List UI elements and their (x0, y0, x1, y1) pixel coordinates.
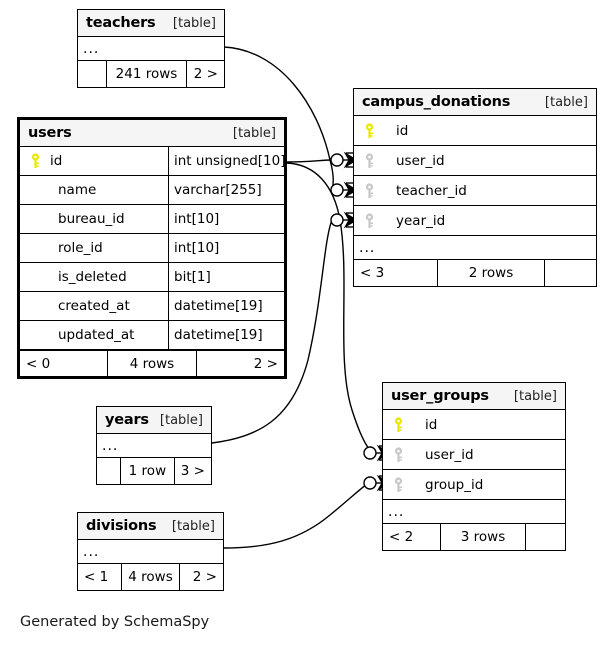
table-divisions-row-count: 4 rows (121, 564, 178, 590)
table-row[interactable]: role_id int[10] (20, 234, 284, 263)
table-divisions-next-button[interactable]: 2 > (178, 564, 223, 590)
foreign-key-icon (389, 476, 407, 493)
table-teachers-footer: 241 rows 2 > (78, 61, 224, 87)
table-user-groups-kind: [table] (513, 388, 557, 404)
table-campus-donations-ellipsis: ... (354, 236, 596, 260)
table-years-row-count: 1 row (120, 458, 174, 484)
column-type: int[10] (168, 205, 284, 233)
table-teachers-row-count: 241 rows (106, 61, 186, 87)
table-campus-donations[interactable]: campus_donations [table] id user_id (353, 88, 597, 287)
table-years[interactable]: years [table] ... 1 row 3 > (96, 406, 212, 485)
table-years-next-button[interactable]: 3 > (173, 458, 211, 484)
table-row[interactable]: name varchar[255] (20, 176, 284, 205)
column-type: bit[1] (168, 263, 284, 291)
column-name: id (425, 416, 438, 433)
table-years-ellipsis: ... (97, 434, 211, 458)
table-users-prev-button[interactable]: < 0 (26, 355, 51, 372)
primary-key-icon (389, 416, 407, 433)
table-divisions-ellipsis: ... (78, 540, 223, 564)
table-campus-donations-name: campus_donations (362, 94, 511, 110)
table-users-kind: [table] (232, 125, 276, 141)
table-years-kind: [table] (159, 412, 203, 428)
table-teachers-title: teachers [table] (78, 10, 224, 37)
table-years-prev-button[interactable] (97, 458, 120, 484)
table-divisions[interactable]: divisions [table] ... < 1 4 rows 2 > (77, 512, 224, 591)
table-user-groups[interactable]: user_groups [table] id user_id (382, 382, 566, 551)
table-teachers-prev-button[interactable] (78, 61, 106, 87)
column-name: bureau_id (58, 211, 125, 227)
table-row[interactable]: user_id (383, 440, 565, 470)
table-users-name: users (28, 125, 72, 141)
table-row[interactable]: is_deleted bit[1] (20, 263, 284, 292)
table-user-groups-ellipsis: ... (383, 500, 565, 524)
column-name: role_id (58, 240, 103, 256)
column-type: int unsigned[10] (168, 147, 286, 175)
column-name: is_deleted (58, 269, 127, 285)
table-row[interactable]: bureau_id int[10] (20, 205, 284, 234)
table-user-groups-prev-button[interactable]: < 2 (389, 529, 414, 545)
table-teachers[interactable]: teachers [table] ... 241 rows 2 > (77, 9, 225, 88)
primary-key-icon (360, 122, 378, 139)
table-years-name: years (105, 412, 149, 428)
foreign-key-icon (360, 152, 378, 169)
column-name: updated_at (58, 327, 135, 343)
table-teachers-ellipsis: ... (78, 37, 224, 61)
table-divisions-name: divisions (86, 518, 157, 534)
column-name: user_id (396, 152, 445, 169)
column-name: id (396, 122, 409, 139)
edge-users-to-campus-donations-user-id (285, 159, 333, 163)
table-user-groups-next-button[interactable] (525, 524, 565, 550)
table-years-title: years [table] (97, 407, 211, 434)
primary-key-icon (26, 153, 44, 169)
table-divisions-prev-button[interactable]: < 1 (84, 569, 109, 585)
table-row[interactable]: id (354, 116, 596, 146)
table-years-footer: 1 row 3 > (97, 458, 211, 484)
table-users-row-count: 4 rows (107, 351, 195, 376)
table-teachers-next-button[interactable]: 2 > (186, 61, 224, 87)
foreign-key-icon (389, 446, 407, 463)
column-name: created_at (58, 298, 130, 314)
table-campus-donations-prev-button[interactable]: < 3 (360, 265, 385, 281)
table-teachers-name: teachers (86, 15, 156, 31)
column-name: year_id (396, 212, 446, 229)
table-row[interactable]: created_at datetime[19] (20, 292, 284, 321)
column-type: datetime[19] (168, 321, 284, 349)
table-user-groups-title: user_groups [table] (383, 383, 565, 410)
table-campus-donations-title: campus_donations [table] (354, 89, 596, 116)
table-teachers-kind: [table] (172, 15, 216, 31)
generated-by-caption: Generated by SchemaSpy (20, 614, 210, 630)
column-type: datetime[19] (168, 292, 284, 320)
column-name: name (58, 182, 97, 198)
table-divisions-footer: < 1 4 rows 2 > (78, 564, 223, 590)
column-name: user_id (425, 446, 474, 463)
table-row[interactable]: group_id (383, 470, 565, 500)
table-divisions-title: divisions [table] (78, 513, 223, 540)
table-campus-donations-next-button[interactable] (544, 260, 596, 286)
table-user-groups-footer: < 2 3 rows (383, 524, 565, 550)
column-name: id (50, 153, 63, 169)
table-campus-donations-kind: [table] (544, 94, 588, 110)
column-type: varchar[255] (168, 176, 284, 204)
column-type: int[10] (168, 234, 284, 262)
table-row[interactable]: year_id (354, 206, 596, 236)
foreign-key-icon (360, 182, 378, 199)
table-row[interactable]: id int unsigned[10] (20, 147, 286, 176)
table-row[interactable]: user_id (354, 146, 596, 176)
table-user-groups-name: user_groups (391, 388, 489, 404)
table-campus-donations-footer: < 3 2 rows (354, 260, 596, 286)
table-row[interactable]: updated_at datetime[19] (20, 321, 284, 350)
edge-divisions-to-user-groups-group-id (223, 481, 371, 549)
table-campus-donations-row-count: 2 rows (437, 260, 544, 286)
column-name: group_id (425, 476, 484, 493)
table-user-groups-row-count: 3 rows (440, 524, 525, 550)
table-users[interactable]: users [table] id int unsigned[10] name v… (17, 117, 287, 379)
table-users-title: users [table] (20, 120, 284, 147)
table-users-next-button[interactable]: 2 > (195, 351, 284, 376)
table-users-footer: < 0 4 rows 2 > (20, 350, 284, 376)
column-name: teacher_id (396, 182, 467, 199)
table-row[interactable]: id (383, 410, 565, 440)
table-divisions-kind: [table] (171, 518, 215, 534)
table-row[interactable]: teacher_id (354, 176, 596, 206)
foreign-key-icon (360, 212, 378, 229)
